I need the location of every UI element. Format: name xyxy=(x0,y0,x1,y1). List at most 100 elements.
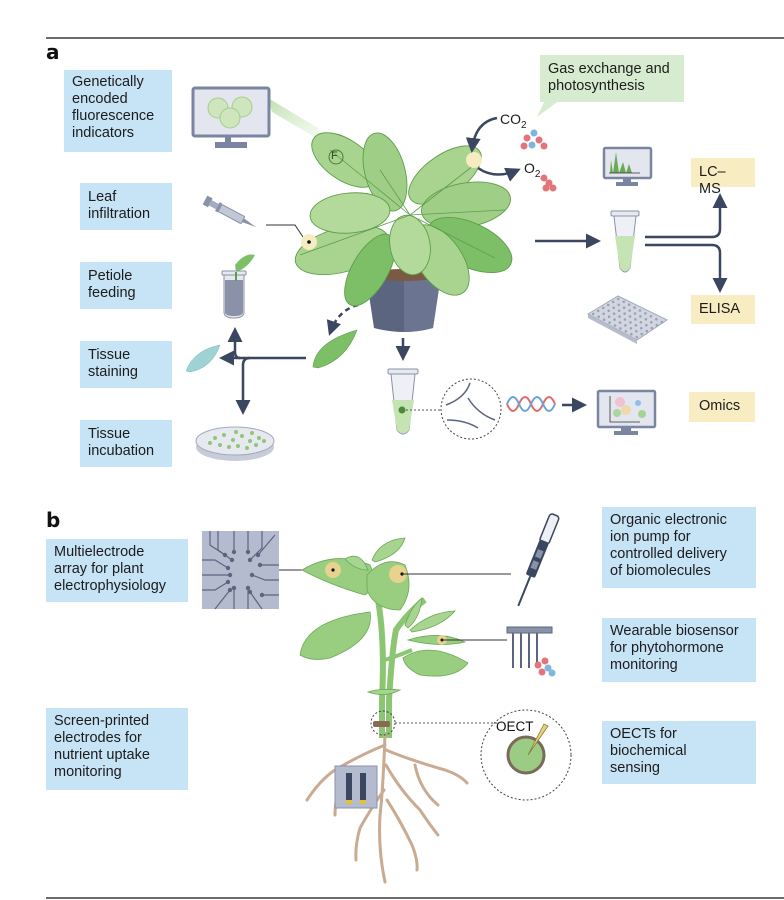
elisa-well xyxy=(618,315,621,318)
screen-printed-electrode-icon xyxy=(334,765,378,809)
elisa-well xyxy=(607,315,611,319)
elisa-well xyxy=(601,306,605,310)
elisa-well xyxy=(623,312,626,315)
elisa-well xyxy=(612,312,616,316)
detached-leaf-icon xyxy=(312,329,358,369)
oect-tag: OECT xyxy=(496,719,534,734)
co2-base: CO xyxy=(500,111,521,127)
test-tube-leaf-icon xyxy=(221,254,255,319)
elisa-well xyxy=(617,309,621,313)
elisa-well xyxy=(645,329,649,333)
elisa-well xyxy=(611,300,615,304)
elisa-well xyxy=(635,329,638,333)
elisa-well xyxy=(650,320,653,324)
elisa-well xyxy=(638,309,642,312)
elisa-well xyxy=(634,318,637,321)
label-oects: OECTs for biochemical sensing xyxy=(602,721,756,784)
elisa-plate-icon xyxy=(586,295,669,344)
elisa-well xyxy=(633,312,637,315)
elisa-well xyxy=(623,318,627,321)
stained-leaf-icon xyxy=(185,344,221,373)
elisa-well xyxy=(628,315,632,318)
label-tissue-incubation: Tissue incubation xyxy=(80,420,172,467)
label-petiole-feeding: Petiole feeding xyxy=(80,262,172,309)
dashed-arrow xyxy=(326,303,359,336)
co2-arrow xyxy=(465,116,498,153)
elisa-well xyxy=(622,300,625,304)
elisa-well xyxy=(607,309,610,313)
multielectrode-array-icon xyxy=(202,531,279,610)
label-gas-exchange: Gas exchange and photosynthesis xyxy=(540,55,684,102)
dna-helix-icon xyxy=(506,396,556,412)
elisa-well xyxy=(644,312,647,315)
co2-subscript: 2 xyxy=(521,119,527,131)
syringe-icon xyxy=(202,195,257,228)
label-wearable-biosensor: Wearable biosensor for phytohormone moni… xyxy=(602,618,756,682)
elisa-well xyxy=(628,309,631,312)
elisa-well xyxy=(602,318,606,322)
elisa-well xyxy=(650,326,654,330)
sample-tube-icon xyxy=(610,210,640,273)
elisa-well xyxy=(591,312,595,316)
gas-exchange-pointer xyxy=(537,100,560,117)
elisa-well xyxy=(619,327,622,330)
elisa-well xyxy=(624,324,627,327)
elisa-well xyxy=(635,335,639,339)
elisa-well xyxy=(644,318,648,321)
oect-zoom-icon xyxy=(480,709,572,801)
elisa-well xyxy=(640,332,644,336)
elisa-well xyxy=(597,315,600,319)
elisa-well xyxy=(616,297,620,301)
omics-monitor-icon xyxy=(596,389,657,435)
elisa-well xyxy=(622,306,626,310)
elisa-well xyxy=(634,324,638,327)
elisa-well xyxy=(629,327,633,330)
panel-a-letter: a xyxy=(46,40,60,64)
elisa-well xyxy=(640,326,643,330)
elisa-well xyxy=(639,321,643,324)
elisa-well xyxy=(630,332,633,336)
tissue-routing-arrows xyxy=(219,327,306,415)
label-lc-ms: LC–MS xyxy=(691,158,755,197)
elisa-well xyxy=(606,303,610,307)
elisa-well xyxy=(633,306,636,309)
extract-tube-icon xyxy=(387,368,419,435)
elisa-well xyxy=(602,312,605,316)
elisa-well xyxy=(649,315,653,318)
elisa-well xyxy=(639,315,642,318)
elisa-well xyxy=(618,321,622,324)
co2-label: CO2 xyxy=(500,111,527,131)
label-leaf-infiltration: Leaf infiltration xyxy=(80,183,172,230)
elisa-well xyxy=(596,309,600,313)
label-tissue-staining: Tissue staining xyxy=(80,341,172,388)
label-elisa: ELISA xyxy=(691,295,755,324)
elisa-well xyxy=(613,318,616,321)
o2-molecules-icon xyxy=(540,174,557,192)
label-multielectrode-array: Multielectrode array for plant electroph… xyxy=(46,539,188,602)
analysis-branch-arrows xyxy=(645,193,728,293)
elisa-well xyxy=(655,323,659,327)
o2-arrow xyxy=(477,166,521,182)
fluorescence-marker: F xyxy=(331,150,338,162)
bottom-rule xyxy=(46,897,784,899)
ion-pump-icon xyxy=(517,513,560,607)
elisa-well xyxy=(629,321,632,324)
elisa-well xyxy=(612,306,615,310)
panel-b-letter: b xyxy=(46,508,61,532)
o2-subscript: 2 xyxy=(534,168,541,180)
label-fluorescence-indicators: Genetically encoded fluorescence indicat… xyxy=(64,70,172,152)
label-ion-pump: Organic electronic ion pump for controll… xyxy=(602,507,756,588)
elisa-well xyxy=(645,323,648,327)
o2-base: O xyxy=(524,160,535,176)
elisa-well xyxy=(655,317,658,321)
monitor-fluorescence-icon xyxy=(191,86,320,148)
co2-molecules-icon xyxy=(520,129,548,150)
petri-dish-icon xyxy=(195,426,275,461)
top-rule xyxy=(46,37,784,39)
elisa-well xyxy=(608,321,611,324)
wearable-biosensor-icon xyxy=(506,626,556,677)
elisa-well xyxy=(660,320,664,324)
nucleic-acid-zoom-icon xyxy=(440,378,502,440)
label-screen-printed-electrodes: Screen-printed electrodes for nutrient u… xyxy=(46,708,188,790)
